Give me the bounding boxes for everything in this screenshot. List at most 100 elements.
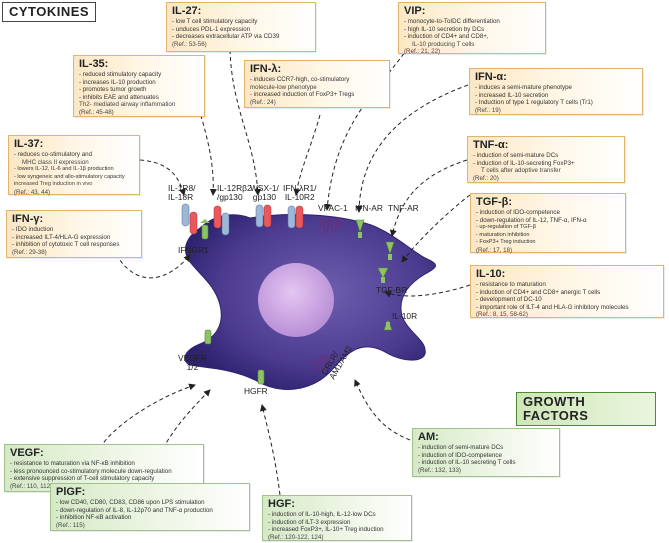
label-ifngr1: IFNGR1	[178, 245, 209, 255]
receptor-ifngr1-icon	[200, 219, 210, 240]
ref: (Ref.: 21, 22)	[404, 48, 441, 56]
ref: (Ref.: 110, 112-114)	[10, 482, 64, 490]
item: down-regulation of IL-12, TNF-α, IFN-α	[476, 217, 621, 225]
box-hgf: HGF: induction of IL-10-high, IL-12-low …	[262, 495, 412, 541]
item: induction of semi-mature DCs	[418, 444, 555, 452]
box-pigf: PlGF: low CD40, CD80, CD83, CD86 upon LP…	[50, 483, 250, 531]
label-tgfbr: TGF-BR	[376, 285, 408, 295]
title: TGF-β:	[476, 196, 513, 208]
box-il10: IL-10: resistance to maturation inductio…	[470, 265, 664, 318]
item: important role of ILT-4 and HLA-G inhibi…	[476, 304, 659, 312]
arrow-il35	[194, 94, 217, 196]
nucleus	[258, 263, 334, 337]
item: increased ILT-4/HLA-G expression	[12, 234, 137, 242]
title: IL-10:	[476, 268, 506, 280]
item: promotes tumor growth	[79, 86, 200, 94]
item: induction of IL-10 secreting T cells	[418, 459, 555, 467]
item: high IL-10 secretion by DCs	[404, 26, 541, 34]
label-il12rb2: IL-12Rβ2 /gp130	[217, 183, 252, 202]
item: increased FoxP3+, IL-10+ Treg induction	[268, 526, 407, 534]
receptor-ifnlr-icon	[287, 205, 304, 229]
cytokines-header: CYTOKINES	[2, 2, 96, 22]
arrow-tgfb	[401, 194, 471, 263]
receptor-ifnar-icon	[355, 219, 365, 238]
item-cont: IL-10 producing T cells	[412, 40, 475, 48]
arrow-vegf	[99, 383, 196, 449]
item: increased Treg induction in vivo	[14, 181, 93, 188]
title: IL-35:	[79, 58, 109, 70]
label-hgfr: HGFR	[244, 386, 268, 396]
item-cont: T cells after adoptive transfer	[481, 167, 561, 175]
receptor-crlr-icon	[313, 353, 331, 373]
label-ifnar: IFN-AR	[355, 203, 383, 213]
title: IFN-λ:	[250, 63, 282, 75]
box-vip: VIP: monocyte-to-ToIDC differentiation h…	[398, 2, 546, 56]
item: induces a semi-mature phenotype	[475, 84, 638, 92]
box-ifng: IFN-γ: IDO induction increased ILT-4/HLA…	[6, 210, 142, 258]
title: VEGF:	[10, 447, 44, 459]
box-il35: IL-35: reduced stimulatory capacity incr…	[73, 55, 205, 117]
item: induction of IDO-competence	[476, 209, 621, 217]
item: induction of CD4+ and CD8+ anergic T cel…	[476, 289, 659, 297]
item: up-regulation of TGF-β	[476, 224, 621, 232]
item: less pronounced co-stimulatory molecule …	[10, 468, 199, 476]
receptor-il12rb2-icon	[213, 205, 230, 236]
box-ifnl: IFN-λ: induces CCR7-high, co-stimulatory…	[244, 60, 390, 108]
item: low CD40, CD80, CD83, CD86 upon LPS stim…	[56, 499, 245, 507]
ref: (Ref.: 8, 15, 58-62)	[476, 311, 528, 319]
title: PlGF:	[56, 486, 86, 498]
ref: (Ref.: 24)	[250, 98, 276, 106]
label-ifnlr: IFN-λR1/ IL-10R2	[283, 183, 317, 202]
ref: (Ref.: 132, 133)	[418, 466, 461, 474]
item: unduces PDL-1 expression	[172, 26, 311, 34]
item: down-regulation of IL-8, IL-12p70 and TN…	[56, 507, 245, 515]
item: inhibits EAE and attenuates	[79, 94, 200, 102]
item: induction of semi-mature DCs	[473, 152, 620, 160]
box-am: AM: induction of semi-mature DCs inducti…	[412, 428, 560, 477]
title: IL-27:	[172, 5, 202, 17]
receptor-vpac1-icon	[319, 217, 341, 233]
item: induction of ILT-3 expression	[268, 519, 407, 527]
receptor-wsx1-icon	[255, 204, 272, 228]
item: increased IL-10 secretion	[475, 92, 638, 100]
receptor-hgfr-icon	[257, 369, 265, 385]
receptor-tnfar-icon	[385, 241, 395, 260]
arrow-il10	[384, 284, 471, 298]
receptor-il10r-icon	[383, 319, 393, 331]
item: Induction of type 1 regulatory T cells (…	[475, 99, 638, 107]
ref: (Ref.: 20)	[473, 174, 499, 182]
arrow-pigf	[149, 389, 211, 489]
item: resistance to maturation via NF-κB inhib…	[10, 460, 199, 468]
item: maturation inhibition	[476, 232, 621, 240]
ref: (Ref.: 120-122, 124)	[268, 533, 324, 541]
item: monocyte-to-ToIDC differentiation	[404, 18, 541, 26]
box-tgfb: TGF-β: induction of IDO-competence down-…	[470, 193, 626, 254]
label-tnfar: TNF-AR	[388, 203, 419, 213]
item-cont: Th2- mediated airway inflammation	[79, 101, 176, 109]
arrow-ifna	[355, 84, 469, 213]
arrow-ifnl	[293, 114, 321, 196]
ref: (Ref.: 53-56)	[172, 40, 207, 48]
box-tnfa: TNF-α: induction of semi-mature DCs indu…	[467, 136, 625, 183]
label-vpac1: VPAC-1	[318, 203, 348, 213]
ref: (Ref.: 19)	[475, 106, 501, 114]
label-wsx1: WSX-1/ gp130	[250, 183, 279, 202]
item: lowers IL-12, IL-6 and IL-1β production	[14, 166, 135, 174]
label-il1r8: IL-1R8/ IL-18R	[168, 183, 196, 202]
item-cont: MHC class II expression	[22, 158, 89, 166]
receptor-il1r8-icon	[181, 203, 198, 235]
growth-factors-header: GROWTH FACTORS	[516, 392, 656, 426]
label-il10r: IL-10R	[392, 311, 418, 321]
item: IDO induction	[12, 226, 137, 234]
item: extensive suppression of T-cell stimulat…	[10, 475, 199, 483]
arrow-am	[354, 379, 411, 441]
item: resistance to maturation	[476, 281, 659, 289]
item: induction of IL-10-secreting FoxP3+	[473, 160, 620, 168]
item: increased induction of FoxP3+ Tregs	[250, 91, 385, 99]
item: low syngeneic and allo-stimulatory capac…	[14, 174, 135, 182]
title: TNF-α:	[473, 139, 509, 151]
arrow-tnfa	[389, 159, 468, 237]
receptor-tgfbr-icon	[377, 267, 389, 283]
title: HGF:	[268, 498, 295, 510]
